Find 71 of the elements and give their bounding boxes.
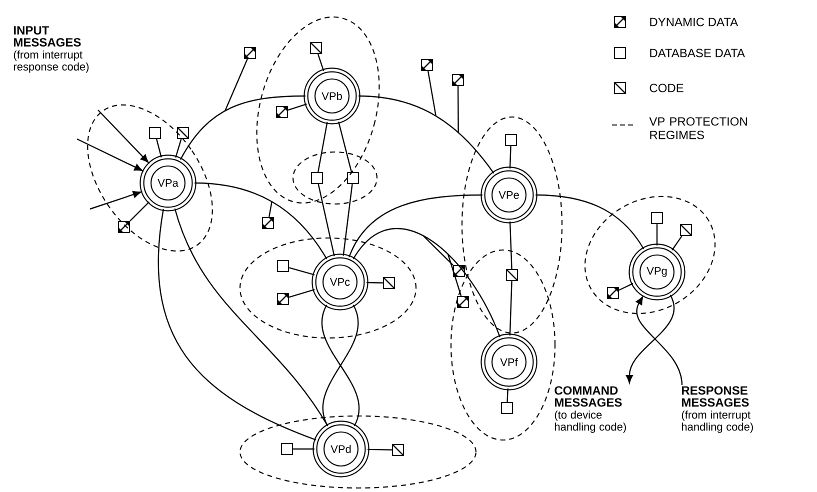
connector-line [156, 138, 162, 158]
connector-line [224, 58, 248, 112]
message-label: RESPONSE MESSAGES (from interrupt handling code) [682, 386, 753, 433]
data-square [606, 286, 620, 300]
connector-line [422, 235, 454, 266]
data-square [680, 224, 692, 236]
data-square [310, 42, 322, 54]
data-square [276, 260, 290, 272]
connector-line [509, 146, 512, 168]
connector-line [318, 184, 335, 256]
connector-line [447, 254, 462, 296]
connector-line [358, 95, 494, 174]
connector-line [342, 184, 353, 256]
connector-line [506, 388, 508, 402]
data-square [504, 134, 518, 146]
data-square [262, 216, 274, 230]
data-square [276, 292, 290, 306]
connector-line [318, 122, 328, 172]
arrow [636, 296, 683, 386]
connector-line [268, 202, 272, 218]
legend-text: DYNAMIC DATA [650, 18, 738, 26]
data-square [456, 296, 470, 308]
connector-line [288, 104, 307, 111]
legend-text: CODE [650, 84, 684, 92]
legend-text: VP PROTECTION REGIMES [649, 117, 747, 140]
data-square [118, 220, 130, 234]
data-square [506, 268, 518, 282]
connector-line [368, 448, 392, 450]
connector-line [288, 289, 315, 298]
arrow [98, 110, 149, 163]
connector-line [656, 224, 658, 246]
connector-line [317, 54, 324, 71]
connector-line [352, 228, 500, 338]
connector-line [618, 282, 634, 291]
connector-line [457, 86, 459, 132]
connector-line [194, 182, 328, 260]
data-square [176, 126, 190, 140]
data-square [392, 444, 404, 456]
connector-line [509, 222, 512, 269]
connector-line [174, 208, 328, 426]
data-square [276, 106, 288, 118]
connector-line [348, 194, 482, 258]
data-square [452, 264, 466, 278]
connector-line [180, 95, 306, 160]
connector-line [158, 209, 316, 440]
data-square [452, 74, 464, 86]
connector-line [175, 138, 182, 158]
data-square [500, 402, 514, 414]
message-label: COMMAND MESSAGES (to device handling code) [554, 386, 626, 433]
data-square [310, 172, 324, 184]
data-square [420, 58, 434, 72]
connector-line [536, 194, 644, 250]
connector-line [427, 70, 436, 116]
legend-text: DATABASE DATA [650, 48, 745, 58]
data-square [650, 212, 664, 224]
arrow [76, 138, 143, 172]
data-square [382, 276, 396, 290]
connector-line [288, 267, 315, 276]
connector-line [672, 236, 682, 250]
connector-line [509, 281, 512, 336]
message-label: INPUT MESSAGES (from interrupt response code) [14, 26, 89, 73]
connector-line [338, 122, 352, 172]
arrow [90, 191, 142, 210]
data-square [148, 126, 162, 140]
data-square [280, 442, 294, 456]
arrow [626, 294, 675, 384]
connector-line [366, 282, 383, 284]
data-square [346, 172, 360, 184]
data-square [244, 46, 256, 60]
connector-line [293, 448, 314, 450]
connector-line [130, 201, 150, 222]
